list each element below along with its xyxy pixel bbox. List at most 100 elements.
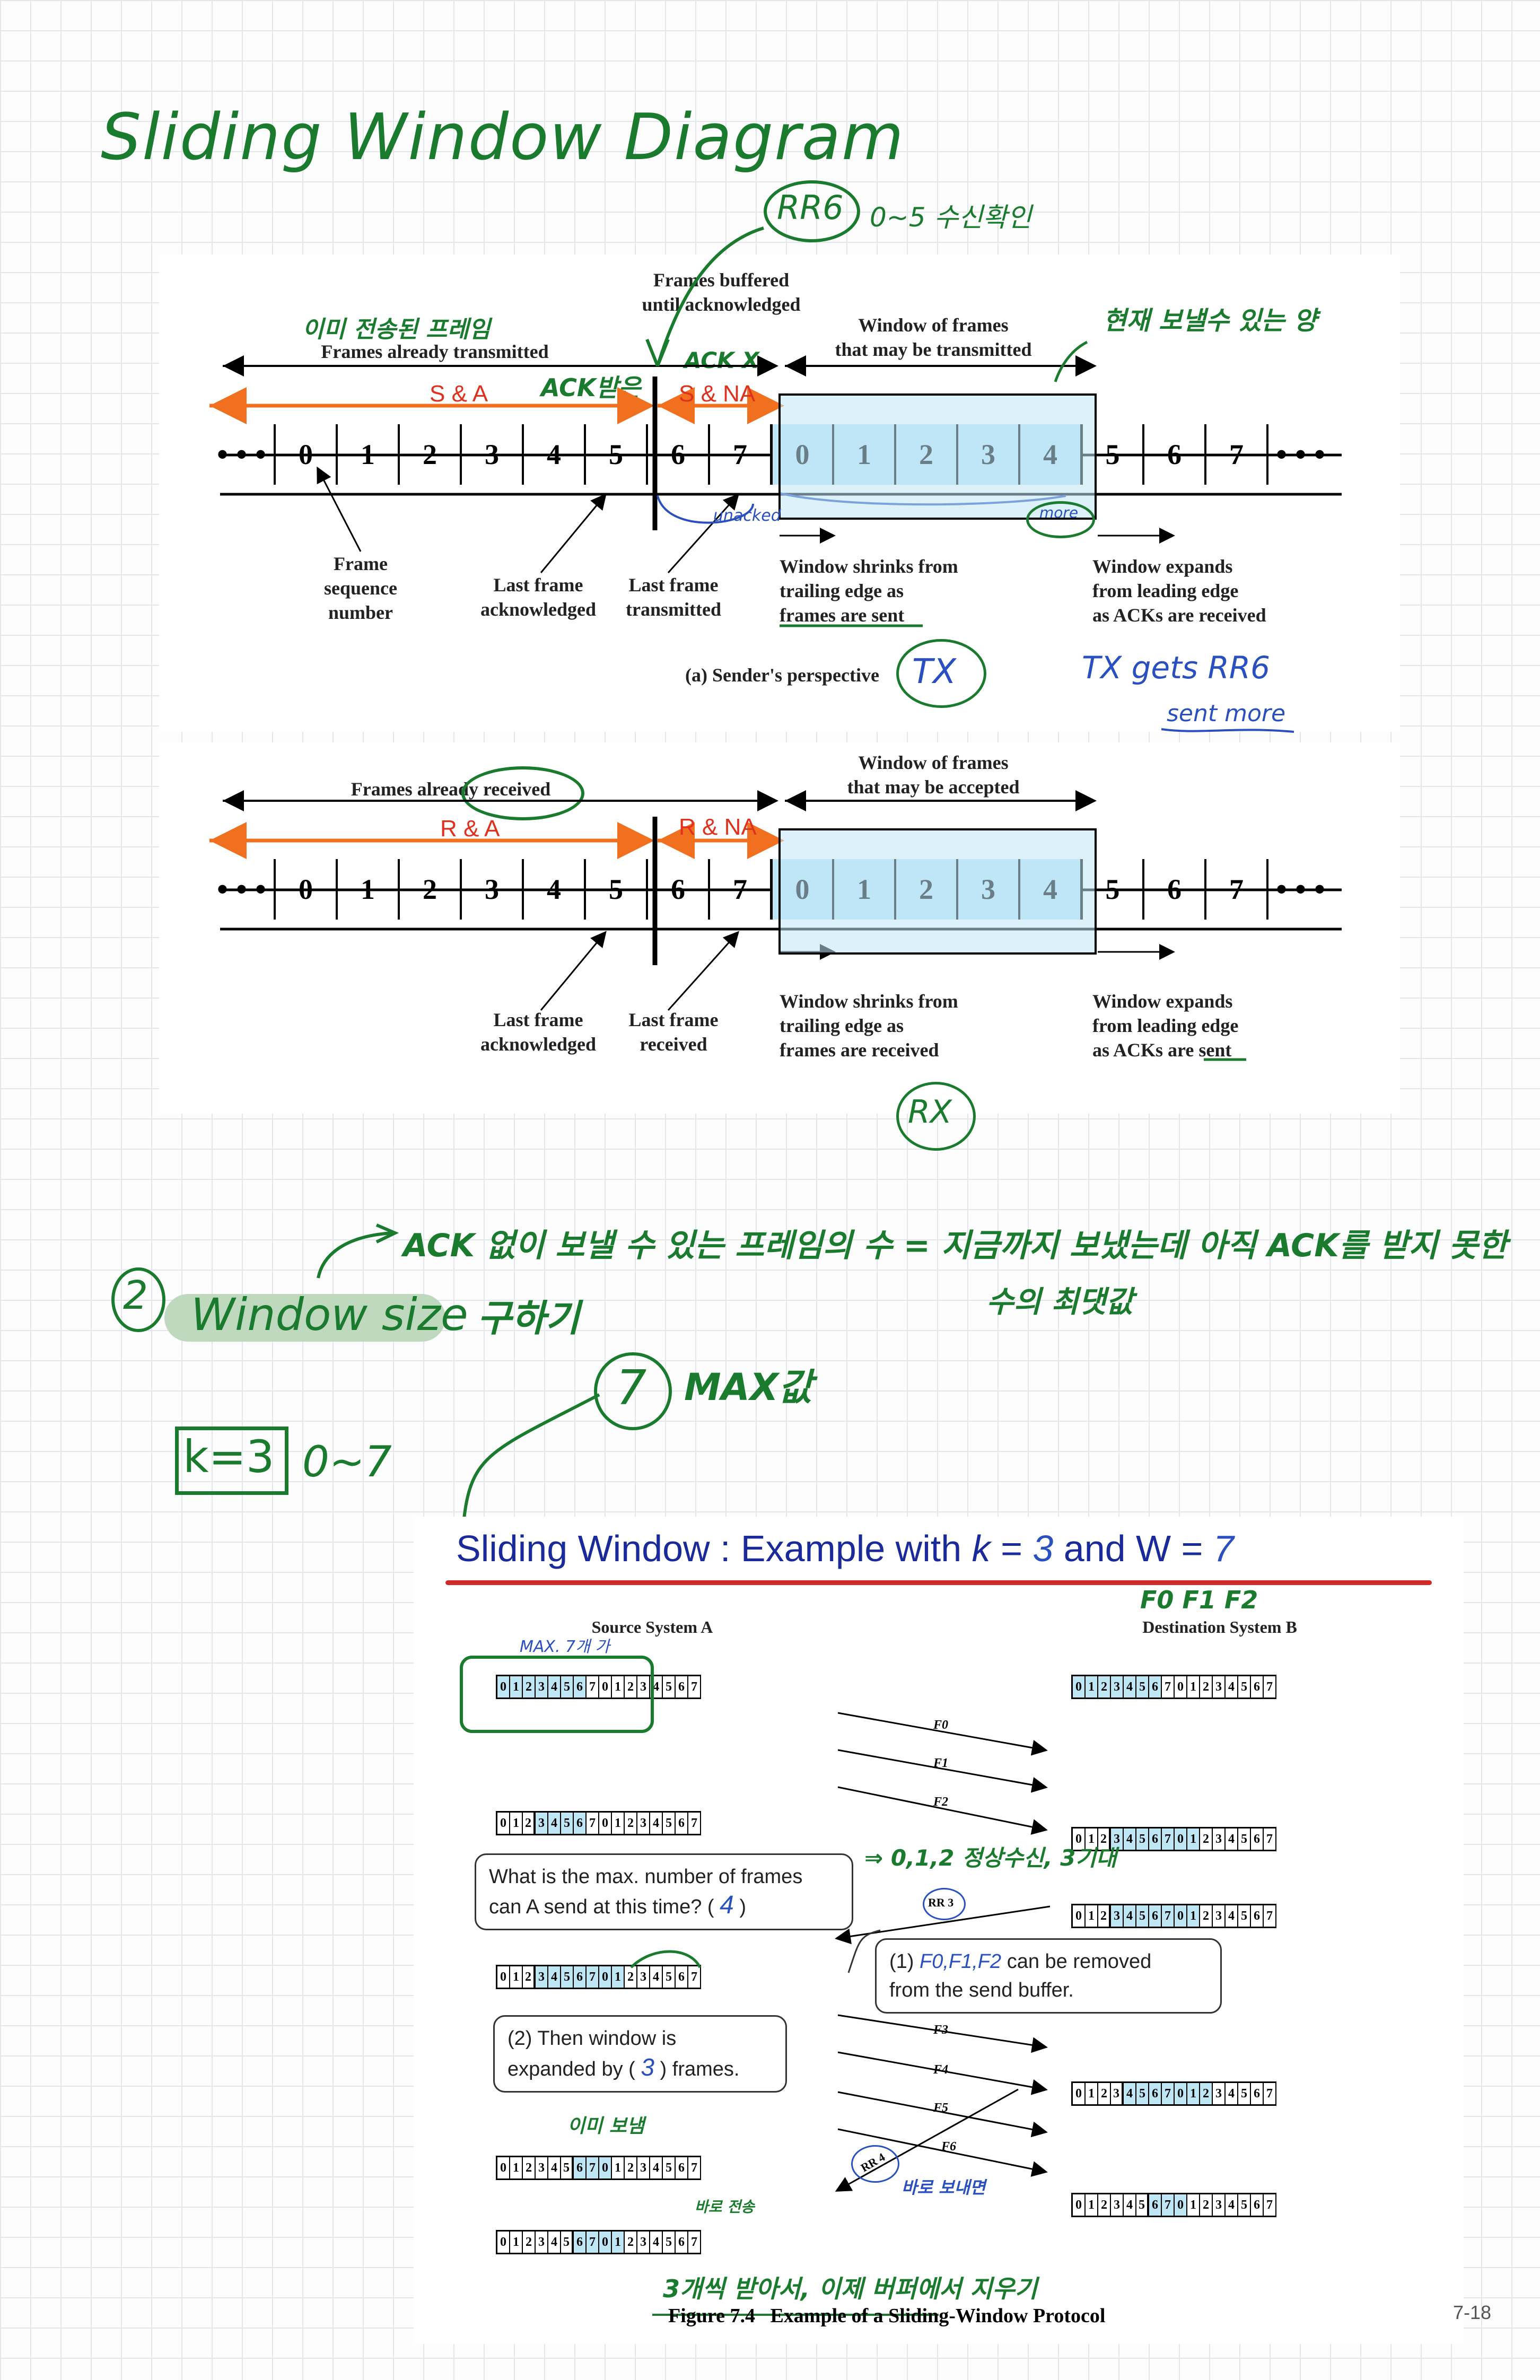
sequence-cell: 6 — [676, 1676, 688, 1698]
frames-buffered-label: Frames buffered until acknowledged — [642, 269, 801, 315]
sequence-cell: 2 — [625, 1813, 637, 1834]
sequence-cell: 7 — [1264, 1905, 1276, 1927]
sequence-cell: 7 — [688, 1676, 701, 1698]
r-shrinks-label: Window shrinks from trailing edge as fra… — [780, 991, 958, 1061]
sequence-cell: 4 — [1124, 1905, 1136, 1927]
sequence-cell: 7 — [688, 1966, 701, 1988]
seq-cell: 7 — [1204, 424, 1266, 485]
sequence-cell: 6 — [1251, 1676, 1264, 1698]
sequence-cell: 3 — [637, 1813, 650, 1834]
sequence-cell: 2 — [1200, 2083, 1213, 2104]
already-sent2-note: 이미 보냄 — [567, 2115, 645, 2137]
sequence-cell: 3 — [1213, 1676, 1226, 1698]
sequence-cell: 4 — [650, 2232, 663, 2253]
sequence-cell: 4 — [548, 1813, 561, 1834]
sa-label: S & A — [430, 381, 488, 407]
range-label: 0~7 — [302, 1437, 392, 1486]
rx-circle — [896, 1082, 976, 1151]
q2-line2: from the send buffer. — [889, 1979, 1074, 2001]
sequence-cell: 1 — [1187, 2194, 1200, 2216]
sequence-cell: 6 — [1149, 1905, 1162, 1927]
sequence-cell: 0 — [1175, 1676, 1187, 1698]
sequence-cell: 2 — [1098, 2194, 1111, 2216]
sequence-cell: 5 — [561, 1966, 574, 1988]
sequence-cell: 0 — [497, 2157, 510, 2178]
sender-max-note: MAX. 7개 가 — [520, 1638, 610, 1656]
sequence-cell: 3 — [637, 2232, 650, 2253]
sequence-cell: 3 — [1213, 1828, 1226, 1850]
window-size-kr: 구하기 — [477, 1297, 580, 1340]
frame-label-f6: F6 — [941, 2140, 957, 2154]
sequence-cell: 7 — [1162, 2194, 1175, 2216]
sequence-cell: 5 — [561, 2232, 574, 2253]
sequence-cell: 4 — [548, 1676, 561, 1698]
sequence-cell: 7 — [1264, 2194, 1276, 2216]
sequence-cell: 2 — [1200, 1828, 1213, 1850]
sequence-cell: 2 — [523, 2232, 536, 2253]
slide-title-and: and W = — [1053, 1528, 1213, 1569]
sequence-cell: 3 — [1111, 1905, 1124, 1927]
sequence-cell: 0 — [1073, 2083, 1086, 2104]
sequence-cell: 4 — [548, 2232, 561, 2253]
slide-title-underline — [445, 1580, 1432, 1585]
sequence-cell: 6 — [676, 2232, 688, 2253]
seq-cell: 7 — [708, 859, 770, 920]
sequence-cell: 2 — [1098, 1905, 1111, 1927]
shrinks-label: Window shrinks from trailing edge as fra… — [780, 556, 958, 626]
sequence-cell: 5 — [1238, 1828, 1251, 1850]
sna-label: S & NA — [679, 381, 756, 407]
sequence-cell: 6 — [574, 1966, 587, 1988]
tx-label: TX — [912, 652, 956, 692]
sequence-cell: 0 — [599, 1813, 612, 1834]
sequence-cell: 6 — [574, 2157, 587, 2178]
seq-cell: 0 — [274, 424, 336, 485]
sequence-cell: 6 — [676, 1813, 688, 1834]
seq-cell: 5 — [584, 424, 646, 485]
sequence-cell: 5 — [561, 1676, 574, 1698]
max-kr-label: MAX값 — [684, 1366, 813, 1409]
received-kr-note: ⇒ 0,1,2 정상수신, 3기대 — [864, 1845, 1117, 1871]
sequence-cell: 5 — [1136, 2083, 1149, 2104]
sequence-cell: 2 — [625, 2157, 637, 2178]
q1-line2: can A send at this time? ( 4 ) — [489, 1891, 839, 1921]
sequence-cell: 6 — [574, 2232, 587, 2253]
sequence-cell: 7 — [1264, 1828, 1276, 1850]
frame-label-f5: F5 — [933, 2101, 949, 2115]
sender-caption: (a) Sender's perspective — [685, 664, 879, 686]
q1-line2b: ) — [733, 1896, 747, 1918]
sequence-cell: 3 — [637, 1966, 650, 1988]
source-system-label: Source System A — [591, 1617, 713, 1637]
rr6-note: 0~5 수신확인 — [870, 202, 1032, 233]
sequence-cell: 5 — [663, 1676, 676, 1698]
seq-cell: 0 — [274, 859, 336, 920]
ra-label: R & A — [440, 816, 500, 842]
more-circle — [1026, 501, 1095, 538]
sequence-cell: 3 — [1111, 1676, 1124, 1698]
sequence-cell: 2 — [1200, 1905, 1213, 1927]
sequence-cell: 1 — [1086, 1828, 1098, 1850]
rr6-label: RR6 — [777, 188, 844, 227]
sequence-cell: 0 — [497, 1676, 510, 1698]
sequence-cell: 0 — [1175, 2194, 1187, 2216]
sequence-cell: 5 — [663, 1813, 676, 1834]
sequence-cell: 3 — [637, 1676, 650, 1698]
slide-title-k: k — [972, 1528, 991, 1569]
sequence-cell: 5 — [1136, 1676, 1149, 1698]
q3-line2a: expanded by ( — [508, 2058, 641, 2080]
sequence-cell: 2 — [625, 2232, 637, 2253]
sequence-cell: 0 — [1073, 2194, 1086, 2216]
sequence-cell: 7 — [1162, 1676, 1175, 1698]
sequence-cell: 0 — [497, 1813, 510, 1834]
sequence-cell: 0 — [1175, 1828, 1187, 1850]
slide-title-w-val: 7 — [1213, 1528, 1234, 1569]
last-tx-label: Last frame transmitted — [626, 574, 721, 620]
sequence-cell: 5 — [1136, 2194, 1149, 2216]
sequence-cell: 2 — [523, 2157, 536, 2178]
q2-blank[interactable]: F0,F1,F2 — [920, 1950, 1002, 1973]
q1-blank[interactable]: 4 — [720, 1891, 734, 1919]
sequence-cell: 0 — [599, 1676, 612, 1698]
q3-blank[interactable]: 3 — [641, 2053, 654, 2081]
sequence-cell: 3 — [1213, 2194, 1226, 2216]
